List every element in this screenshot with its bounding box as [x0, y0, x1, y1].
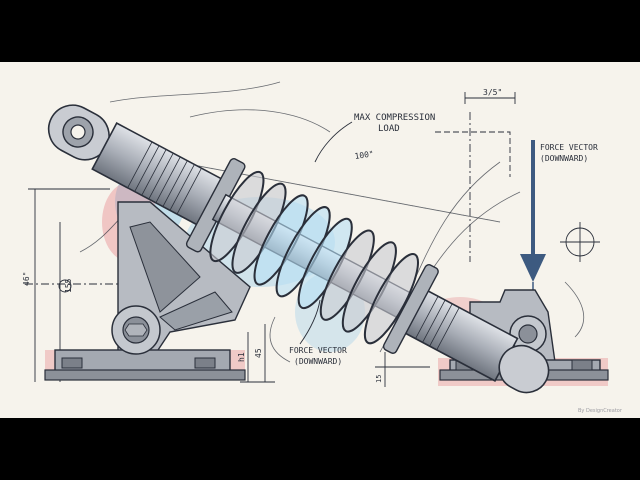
force-vector-bottom-line1: FORCE VECTOR [289, 346, 347, 355]
max-compression-label-line1: MAX COMPRESSION [354, 113, 435, 123]
left-mounting-bracket [44, 201, 251, 381]
left-base-bolt [61, 357, 83, 369]
force-vector-arrow [520, 140, 546, 307]
letterbox-bottom [0, 418, 640, 480]
base-h1-value: h1 [237, 352, 246, 362]
shock-absorber [47, 104, 550, 394]
top-width-value: 3/5" [483, 88, 502, 97]
dimension-lines [25, 92, 600, 387]
watermark: By DesignCreator [578, 408, 623, 414]
coil-spring [209, 170, 419, 345]
bottom-mount-eye [498, 344, 550, 394]
left-base-bolt [194, 357, 216, 369]
length-value: 100" [354, 149, 374, 161]
max-compression-label-line2: LOAD [378, 124, 400, 134]
base-45-value: 45 [254, 348, 263, 358]
length-dimension [149, 156, 501, 223]
left-inner-value: 155 [64, 278, 73, 293]
leader-lines [299, 121, 353, 345]
force-vector-right-line1: FORCE VECTOR [540, 143, 598, 152]
force-vector-bottom-line2: (DOWNWARD) [294, 357, 342, 366]
force-vector-right-line2: (DOWNWARD) [540, 154, 588, 163]
right-base-bolt [571, 359, 593, 371]
left-height-value: 46" [22, 272, 31, 286]
drawing-sheet: MAX COMPRESSION LOAD FORCE VECTOR (DOWNW… [0, 62, 640, 418]
shock-absorber-drawing: MAX COMPRESSION LOAD FORCE VECTOR (DOWNW… [22, 81, 623, 414]
letterbox-top [0, 0, 640, 62]
right-15-value: 15 [375, 375, 383, 383]
